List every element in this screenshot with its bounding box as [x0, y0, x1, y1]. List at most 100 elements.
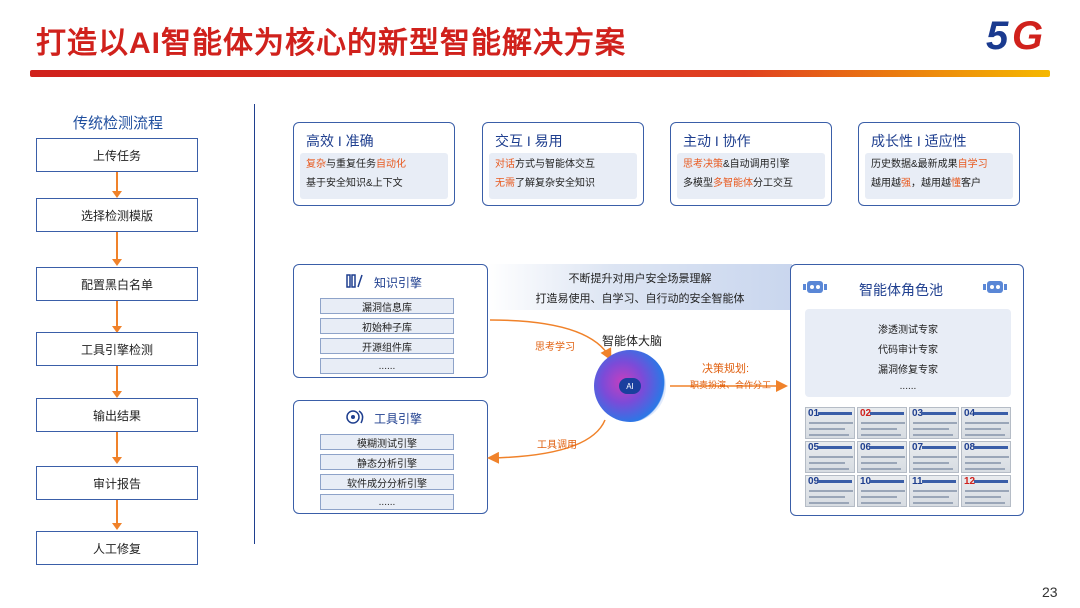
robot-icon [983, 281, 1007, 293]
arrow-down-icon [112, 432, 122, 464]
card-body: 对话方式与智能体交互 无需了解复杂安全知识 [489, 153, 637, 199]
tool-item: 软件成分分析引擎 [320, 474, 454, 490]
header-divider [30, 70, 1050, 77]
card-body: 思考决策&自动调用引擎 多模型多智能体分工交互 [677, 153, 825, 199]
card-body: 历史数据&最新成果自学习 越用越强，越用越懂客户 [865, 153, 1013, 199]
card-highlight: 自学习 [957, 159, 988, 170]
card-text: 方式与智能体交互 [515, 159, 595, 170]
page-title: 打造以AI智能体为核心的新型智能解决方案 [36, 27, 626, 60]
step-audit-report: 审计报告 [36, 466, 198, 500]
agent-tile: 11 [909, 475, 959, 507]
card-highlight: 强 [901, 178, 911, 189]
agent-tile: 03 [909, 407, 959, 439]
arrow-down-icon [112, 232, 122, 266]
knowledge-item: 漏洞信息库 [320, 298, 454, 314]
agent-tile: 05 [805, 441, 855, 473]
role-list: 渗透测试专家 代码审计专家 漏洞修复专家 ...... [805, 309, 1011, 397]
tool-engine-title: 工具引擎 [374, 412, 423, 426]
feature-card-efficient: 高效 I 准确 复杂与重复任务自动化 基于安全知识&上下文 [293, 122, 455, 206]
role-pool-title: 智能体角色池 [859, 282, 943, 298]
knowledge-item: ...... [320, 358, 454, 374]
tool-engine-panel: 工具引擎 模糊测试引擎 静态分析引擎 软件成分分析引擎 ...... [293, 400, 488, 514]
card-highlight: 多智能体 [713, 178, 753, 189]
card-heading: 成长性 I 适应性 [871, 133, 967, 149]
gear-brain-icon [346, 410, 364, 424]
card-highlight: 无需 [495, 178, 515, 189]
feature-card-proactive: 主动 I 协作 思考决策&自动调用引擎 多模型多智能体分工交互 [670, 122, 832, 206]
card-highlight: 自动化 [376, 159, 406, 170]
books-icon [346, 274, 363, 288]
card-text: 基于安全知识&上下文 [306, 178, 403, 189]
step-upload: 上传任务 [36, 138, 198, 172]
card-text: 越用越 [871, 178, 901, 189]
card-text: 多模型 [683, 178, 713, 189]
card-highlight: 对话 [495, 159, 515, 170]
robot-icon [803, 281, 827, 293]
card-text: &自动调用引擎 [723, 159, 790, 170]
agent-tile: 08 [961, 441, 1011, 473]
card-heading: 高效 I 准确 [306, 133, 374, 149]
5g-logo: 5 G [986, 14, 1056, 62]
agent-tile: 02 [857, 407, 907, 439]
tool-item: 模糊测试引擎 [320, 434, 454, 450]
role-item: ...... [899, 381, 917, 392]
knowledge-item: 初始种子库 [320, 318, 454, 334]
arrow-down-icon [112, 301, 122, 333]
agent-tile: 06 [857, 441, 907, 473]
tool-item: ...... [320, 494, 454, 510]
page-number: 23 [1042, 584, 1058, 600]
arrow-down-icon [112, 366, 122, 398]
feature-card-growth: 成长性 I 适应性 历史数据&最新成果自学习 越用越强，越用越懂客户 [858, 122, 1020, 206]
agent-tile: 12 [961, 475, 1011, 507]
step-manual-fix: 人工修复 [36, 531, 198, 565]
arrow-down-icon [112, 500, 122, 530]
tool-call-label: 工具调用 [537, 440, 577, 451]
goal-banner: 不断提升对用户安全场景理解 打造易使用、自学习、自行动的安全智能体 [488, 264, 792, 310]
card-text: 分工交互 [753, 178, 793, 189]
traditional-flow-title: 传统检测流程 [72, 115, 163, 132]
think-learn-arrow [489, 319, 612, 361]
step-template: 选择检测模版 [36, 198, 198, 232]
card-text: 历史数据&最新成果 [871, 159, 958, 170]
card-text: ，越用越 [911, 178, 951, 189]
banner-line-1: 不断提升对用户安全场景理解 [568, 273, 712, 285]
agent-tile: 09 [805, 475, 855, 507]
banner-line-2: 打造易使用、自学习、自行动的安全智能体 [535, 293, 745, 305]
section-divider [254, 104, 255, 544]
card-highlight: 复杂 [306, 159, 326, 170]
arrow-down-icon [112, 172, 122, 198]
card-highlight: 思考决策 [683, 159, 723, 170]
step-blackwhite-list: 配置黑白名单 [36, 267, 198, 301]
ai-brain-icon: AI [594, 350, 666, 422]
card-heading: 交互 I 易用 [495, 133, 563, 149]
decide-label: 决策规划: [702, 363, 750, 375]
agent-tile: 04 [961, 407, 1011, 439]
agent-tile: 01 [805, 407, 855, 439]
agent-role-pool-panel: 智能体角色池 渗透测试专家 代码审计专家 漏洞修复专家 ...... 01 02… [790, 264, 1024, 516]
think-learn-label: 思考学习 [535, 342, 575, 353]
card-text: 了解复杂安全知识 [515, 178, 595, 189]
knowledge-item: 开源组件库 [320, 338, 454, 354]
card-text: 与重复任务 [326, 159, 376, 170]
tool-item: 静态分析引擎 [320, 454, 454, 470]
agent-tile: 07 [909, 441, 959, 473]
tool-call-arrow [487, 419, 606, 464]
card-body: 复杂与重复任务自动化 基于安全知识&上下文 [300, 153, 448, 199]
step-tool-detect: 工具引擎检测 [36, 332, 198, 366]
card-highlight: 懂 [951, 178, 961, 189]
role-item: 渗透测试专家 [878, 325, 938, 336]
logo-g: G [1012, 14, 1044, 58]
card-heading: 主动 I 协作 [683, 133, 751, 149]
feature-card-interactive: 交互 I 易用 对话方式与智能体交互 无需了解复杂安全知识 [482, 122, 644, 206]
decide-sub-label: 职责扮演、合作分工 [690, 380, 772, 390]
role-item: 漏洞修复专家 [878, 365, 938, 376]
knowledge-engine-title: 知识引擎 [374, 276, 423, 290]
agent-tile: 10 [857, 475, 907, 507]
role-item: 代码审计专家 [878, 345, 938, 356]
step-output: 输出结果 [36, 398, 198, 432]
ai-badge: AI [619, 378, 641, 394]
flow-arrows [487, 319, 788, 464]
card-text: 客户 [961, 178, 981, 189]
knowledge-engine-panel: 知识引擎 漏洞信息库 初始种子库 开源组件库 ...... [293, 264, 488, 378]
agent-brain-label: 智能体大脑 [602, 334, 663, 348]
